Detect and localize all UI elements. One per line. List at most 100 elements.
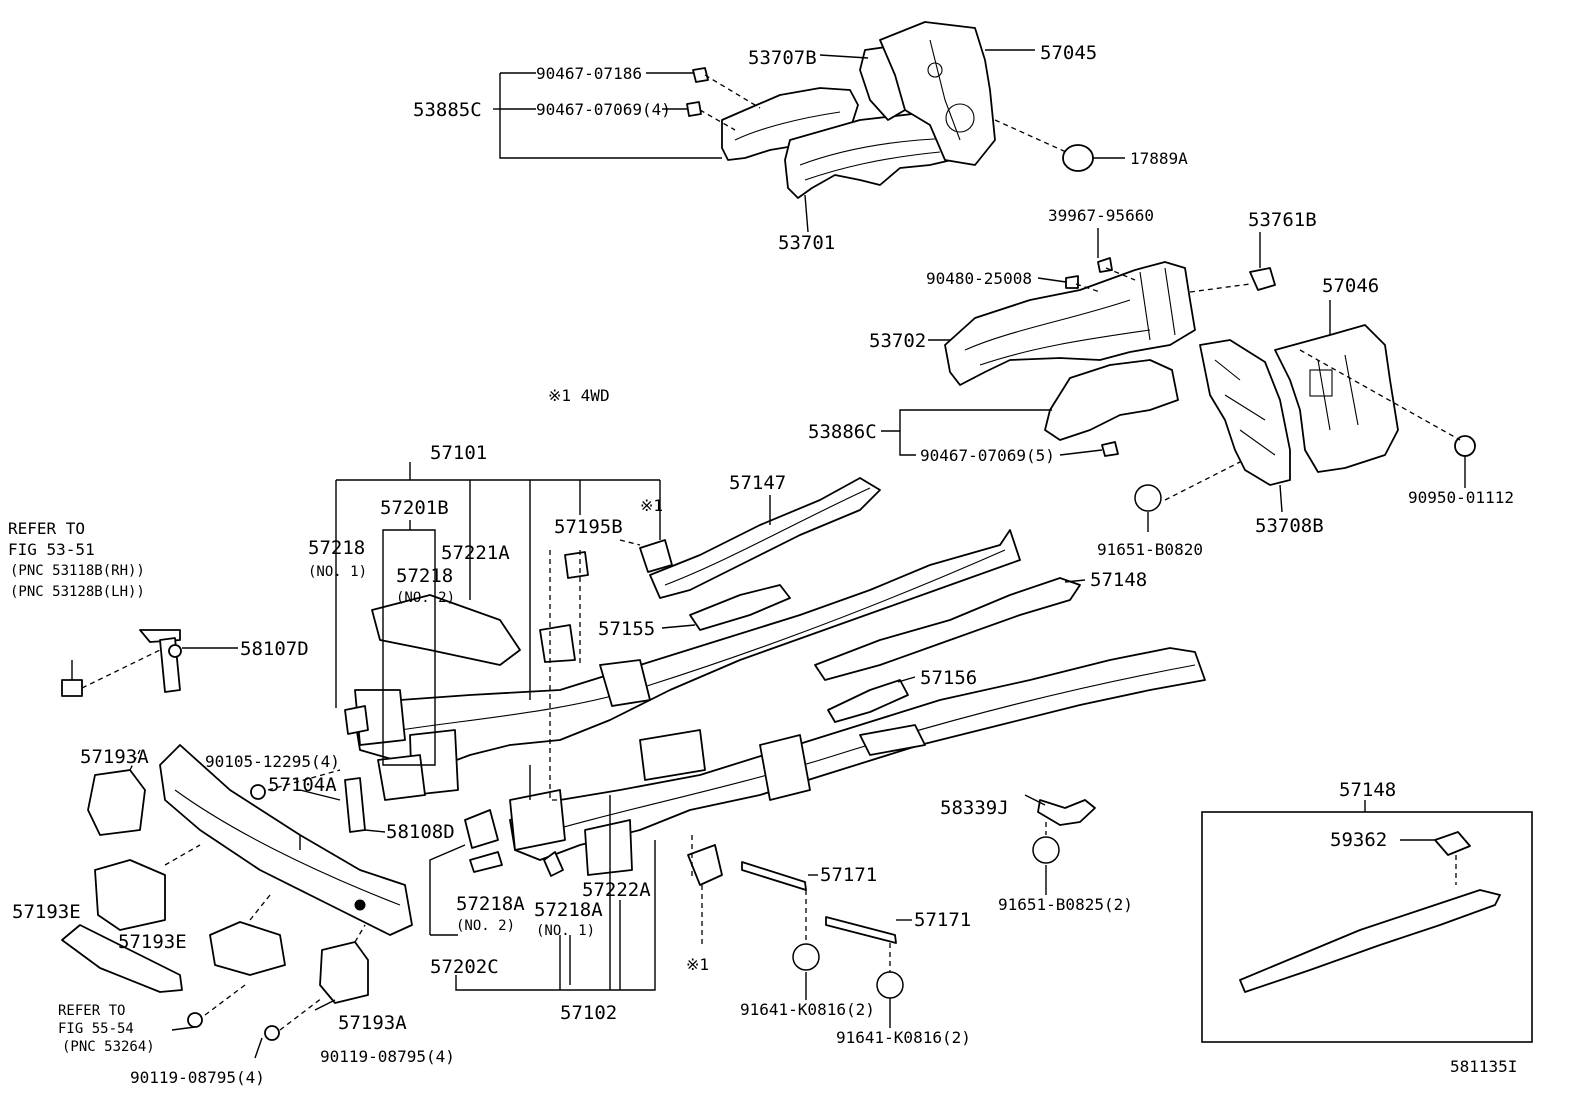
label-57218-no2: 57218 bbox=[396, 565, 453, 587]
label-58108D: 58108D bbox=[386, 821, 455, 843]
part-57148-inset-shape bbox=[1239, 889, 1501, 993]
label-58107D: 58107D bbox=[240, 638, 309, 660]
label-53707B: 53707B bbox=[748, 47, 817, 69]
label-90119-08795-4-a: 90119-08795(4) bbox=[130, 1068, 265, 1087]
label-no2-a: (NO. 2) bbox=[396, 590, 455, 606]
label-57202C: 57202C bbox=[430, 956, 499, 978]
label-57222A: 57222A bbox=[582, 879, 651, 901]
label-90467-07069-4: 90467-07069(4) bbox=[536, 100, 671, 119]
part-57156-shape bbox=[827, 679, 909, 723]
b-markers bbox=[792, 484, 1162, 999]
label-ref1-line1: REFER TO bbox=[8, 519, 85, 538]
label-57218A-no2: 57218A bbox=[456, 893, 525, 915]
part-53702-shape bbox=[944, 261, 1196, 386]
skid-plate-shape bbox=[61, 924, 183, 993]
label-59362: 59362 bbox=[1330, 829, 1387, 851]
part-57195B-shape bbox=[564, 551, 589, 579]
label-57101: 57101 bbox=[430, 442, 487, 464]
part-59362-shape bbox=[1434, 831, 1471, 856]
label-57171-b: 57171 bbox=[914, 909, 971, 931]
label-53885C: 53885C bbox=[413, 99, 482, 121]
label-90480-25008: 90480-25008 bbox=[926, 269, 1032, 288]
label-91651-B0820: 91651-B0820 bbox=[1097, 540, 1203, 559]
label-ref1-line3: (PNC 53118B(RH)) bbox=[10, 563, 145, 579]
label-57221A: 57221A bbox=[441, 542, 510, 564]
label-no1-b: (NO. 1) bbox=[536, 923, 595, 939]
part-53886C-shape bbox=[1044, 359, 1179, 441]
label-57045: 57045 bbox=[1040, 42, 1097, 64]
label-53708B: 53708B bbox=[1255, 515, 1324, 537]
inset-box-57148 bbox=[1201, 811, 1533, 1043]
label-figure-id: 581135I bbox=[1450, 1057, 1517, 1076]
part-53761B-shape bbox=[1249, 267, 1276, 291]
part-57046-shape bbox=[1274, 324, 1399, 473]
label-58339J: 58339J bbox=[940, 797, 1009, 819]
label-ref2-line2: FIG 55-54 bbox=[58, 1021, 134, 1037]
dash-side-panel-group bbox=[1199, 324, 1476, 486]
bolts bbox=[187, 777, 723, 1041]
label-57193A-bot: 57193A bbox=[338, 1012, 407, 1034]
bracket-58107D-group bbox=[61, 629, 182, 697]
label-no1-a: (NO. 1) bbox=[308, 564, 367, 580]
label-39967-95660: 39967-95660 bbox=[1048, 206, 1154, 225]
label-90467-07186: 90467-07186 bbox=[536, 64, 642, 83]
label-57193E-left: 57193E bbox=[12, 901, 81, 923]
label-57201B: 57201B bbox=[380, 497, 449, 519]
frame-assembly bbox=[344, 529, 1206, 876]
reinforcement-side bbox=[814, 577, 1081, 723]
label-ast1-b: ※1 bbox=[686, 955, 709, 974]
label-53886C: 53886C bbox=[808, 421, 877, 443]
part-58339J-shape bbox=[1037, 799, 1096, 826]
part-57193E-mid-shape bbox=[209, 921, 286, 976]
label-53701: 53701 bbox=[778, 232, 835, 254]
label-ref2-line3: (PNC 53264) bbox=[62, 1039, 155, 1055]
leader-lines bbox=[71, 49, 1466, 1059]
label-ref2-line1: REFER TO bbox=[58, 1003, 125, 1019]
part-57193A-bot-shape bbox=[319, 941, 369, 1004]
label-90119-08795-4-b: 90119-08795(4) bbox=[320, 1047, 455, 1066]
front-crossmember-57104A bbox=[159, 744, 413, 936]
rear-apron-group bbox=[944, 257, 1276, 457]
part-57193A-top-shape bbox=[87, 769, 146, 836]
part-57155-shape bbox=[689, 584, 791, 631]
part-57193E-left-shape bbox=[94, 859, 166, 931]
label-91641-K0816-2-b: 91641-K0816(2) bbox=[836, 1028, 971, 1047]
label-57148: 57148 bbox=[1090, 569, 1147, 591]
part-57104A-shape bbox=[159, 744, 413, 936]
part-57148-shape bbox=[814, 577, 1081, 681]
label-57218A-no1: 57218A bbox=[534, 899, 603, 921]
label-57147: 57147 bbox=[729, 472, 786, 494]
part-57171-a-shape bbox=[741, 861, 807, 891]
front-fender-apron-group bbox=[686, 21, 1094, 199]
label-57171-a: 57171 bbox=[820, 864, 877, 886]
label-57102: 57102 bbox=[560, 1002, 617, 1024]
label-57218-no1: 57218 bbox=[308, 537, 365, 559]
label-ref1-line4: (PNC 53128B(LH)) bbox=[10, 584, 145, 600]
label-17889A: 17889A bbox=[1130, 149, 1188, 168]
label-57104A: 57104A bbox=[268, 774, 337, 796]
label-57193A-top: 57193A bbox=[80, 746, 149, 768]
label-91641-K0816-2-a: 91641-K0816(2) bbox=[740, 1000, 875, 1019]
reinforcement-upper bbox=[649, 477, 881, 631]
label-ref1-line2: FIG 53-51 bbox=[8, 540, 95, 559]
label-91651-B0825-2: 91651-B0825(2) bbox=[998, 895, 1133, 914]
part-53708B-shape bbox=[1199, 339, 1291, 486]
label-ast1-a: ※1 bbox=[640, 496, 663, 515]
part-labels: 53707B 57045 90467-07186 53885C 90467-07… bbox=[8, 42, 1517, 1087]
label-57148-box: 57148 bbox=[1339, 779, 1396, 801]
label-57193E-mid: 57193E bbox=[118, 931, 187, 953]
label-53761B: 53761B bbox=[1248, 209, 1317, 231]
part-57045-shape bbox=[879, 21, 996, 166]
label-no2-b: (NO. 2) bbox=[456, 918, 515, 934]
part-57171-b-shape bbox=[825, 916, 897, 944]
part-57147-shape bbox=[649, 477, 881, 599]
label-90105-12295-4: 90105-12295(4) bbox=[205, 752, 340, 771]
label-57155: 57155 bbox=[598, 618, 655, 640]
label-90467-07069-5: 90467-07069(5) bbox=[920, 446, 1055, 465]
label-90950-01112: 90950-01112 bbox=[1408, 488, 1514, 507]
label-57156: 57156 bbox=[920, 667, 977, 689]
label-53702: 53702 bbox=[869, 330, 926, 352]
label-57046: 57046 bbox=[1322, 275, 1379, 297]
label-57195B: 57195B bbox=[554, 516, 623, 538]
